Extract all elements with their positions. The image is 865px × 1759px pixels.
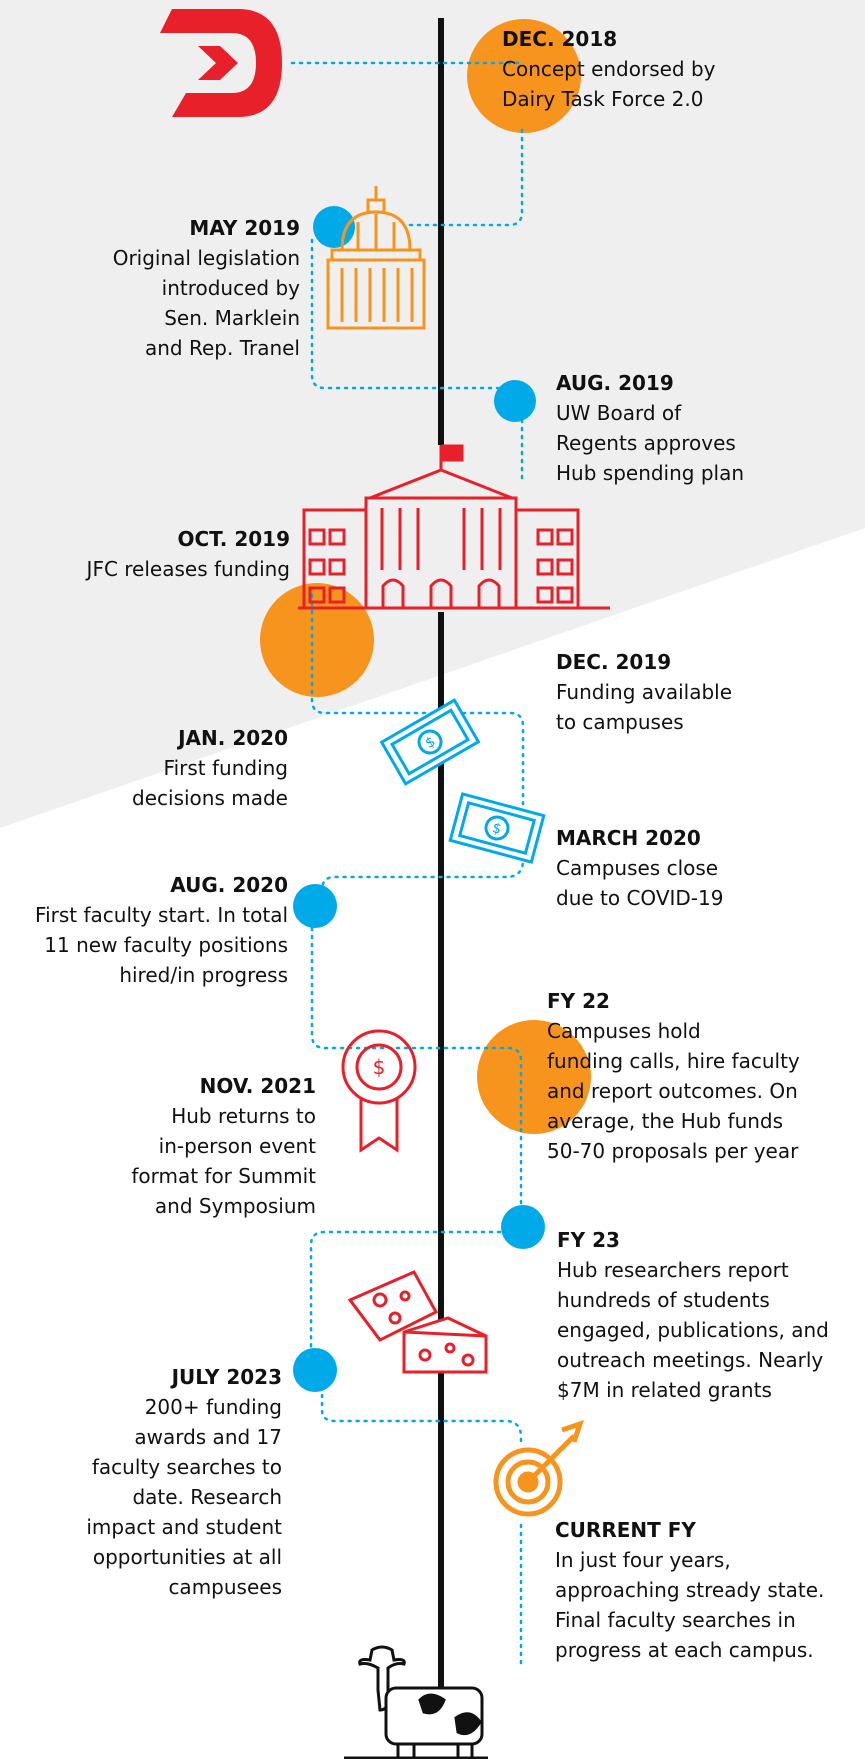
event-date: JULY 2023 [171, 1365, 282, 1389]
event-date: DEC. 2018 [502, 27, 618, 51]
event-date: OCT. 2019 [177, 527, 290, 551]
event-date: FY 23 [557, 1228, 620, 1252]
event-fy-23: FY 23 Hub researchers report hundreds of… [557, 1225, 857, 1405]
event-date: MARCH 2020 [556, 826, 701, 850]
event-description: 200+ funding awards and 17 faculty searc… [86, 1395, 282, 1599]
orange-circle [477, 1020, 591, 1134]
event-jan-2020: JAN. 2020 First funding decisions made [80, 723, 288, 813]
capitol-dome-icon [326, 186, 426, 330]
event-nov-2021: NOV. 2021 Hub returns to in-person event… [100, 1071, 316, 1221]
event-dec-2018: DEC. 2018 Concept endorsed by Dairy Task… [502, 24, 802, 114]
event-description: Hub returns to in-person event format fo… [131, 1104, 316, 1218]
event-description: Hub researchers report hundreds of stude… [557, 1258, 829, 1402]
event-description: First faculty start. In total 11 new fac… [35, 903, 288, 987]
target-icon [493, 1420, 584, 1517]
event-description: Funding available to campuses [556, 680, 733, 734]
event-description: Campuses close due to COVID-19 [556, 856, 724, 910]
orange-circle [260, 583, 374, 697]
event-description: JFC releases funding [86, 557, 290, 581]
event-date: MAY 2019 [189, 216, 300, 240]
award-ribbon-icon: $ [341, 1029, 417, 1153]
event-date: JAN. 2020 [178, 726, 288, 750]
svg-text:$: $ [373, 1055, 386, 1079]
event-current-fy: CURRENT FY In just four years, approachi… [555, 1515, 855, 1665]
event-date: CURRENT FY [555, 1518, 696, 1542]
event-description: First funding decisions made [132, 756, 288, 810]
event-march-2020: MARCH 2020 Campuses close due to COVID-1… [556, 823, 776, 913]
event-date: DEC. 2019 [556, 650, 672, 674]
cow-icon [344, 1645, 488, 1759]
orange-circle [467, 19, 581, 133]
event-date: NOV. 2021 [199, 1074, 316, 1098]
event-oct-2019: OCT. 2019 JFC releases funding [30, 524, 290, 584]
dotted-connector [290, 61, 525, 1667]
dairy-logo-icon [160, 9, 282, 117]
event-dec-2019: DEC. 2019 Funding available to campuses [556, 647, 776, 737]
svg-text:$: $ [490, 820, 503, 838]
event-description: Original legislation introduced by Sen. … [112, 246, 300, 360]
event-description: In just four years, approaching stready … [555, 1548, 825, 1662]
event-may-2019: MAY 2019 Original legislation introduced… [60, 213, 300, 363]
event-date: AUG. 2020 [170, 873, 288, 897]
event-description: Concept endorsed by Dairy Task Force 2.0 [502, 57, 716, 111]
event-aug-2020: AUG. 2020 First faculty start. In total … [10, 870, 288, 990]
event-description: Campuses hold funding calls, hire facult… [547, 1019, 800, 1163]
money-bill-icon: $ $ [379, 698, 546, 864]
event-date: FY 22 [547, 989, 610, 1013]
university-building-icon [298, 444, 610, 610]
cheese-icon [347, 1270, 488, 1374]
blue-dot [293, 206, 545, 1392]
event-description: UW Board of Regents approves Hub spendin… [556, 401, 745, 485]
event-date: AUG. 2019 [556, 371, 674, 395]
event-july-2023: JULY 2023 200+ funding awards and 17 fac… [40, 1362, 282, 1602]
event-fy-22: FY 22 Campuses hold funding calls, hire … [547, 986, 847, 1166]
event-aug-2019: AUG. 2019 UW Board of Regents approves H… [556, 368, 796, 488]
